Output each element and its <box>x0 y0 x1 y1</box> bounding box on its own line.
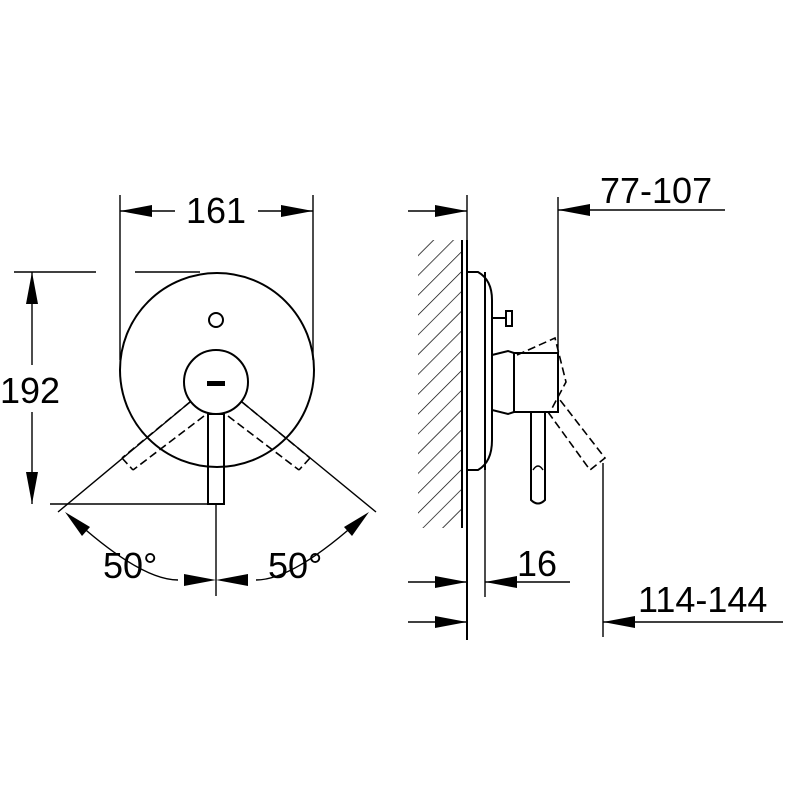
label-handle-depth: 77-107 <box>600 170 712 211</box>
label-height: 192 <box>0 370 60 411</box>
handle-rotated-side <box>516 336 607 472</box>
label-width: 161 <box>186 190 246 231</box>
dimension-angles: 50° 50° <box>57 401 377 596</box>
diverter-knob <box>208 312 224 328</box>
handle-body-side <box>491 349 559 505</box>
dimension-width: 161 <box>119 190 314 360</box>
rosette-plate <box>119 272 315 468</box>
dimension-projection: 16 <box>408 470 570 597</box>
front-view: 161 192 50° 50° <box>0 190 377 596</box>
temperature-indicator <box>207 381 225 386</box>
dimension-wall-top <box>408 195 468 240</box>
label-angle-right: 50° <box>268 545 322 586</box>
lever-rotated-left <box>121 401 205 471</box>
dimension-height: 192 <box>0 271 208 505</box>
rosette-profile <box>467 271 493 471</box>
label-total-depth: 114-144 <box>638 579 767 620</box>
label-projection: 16 <box>517 543 557 584</box>
side-view: 77-107 16 114-144 <box>408 170 783 640</box>
dimension-total-depth: 114-144 <box>408 463 783 637</box>
lever-handle <box>207 413 225 505</box>
diverter-knob-side <box>492 310 513 327</box>
lever-rotated-right <box>227 401 311 471</box>
dimension-handle-depth: 77-107 <box>557 170 725 352</box>
wall-section <box>418 240 462 528</box>
label-angle-left: 50° <box>103 545 157 586</box>
